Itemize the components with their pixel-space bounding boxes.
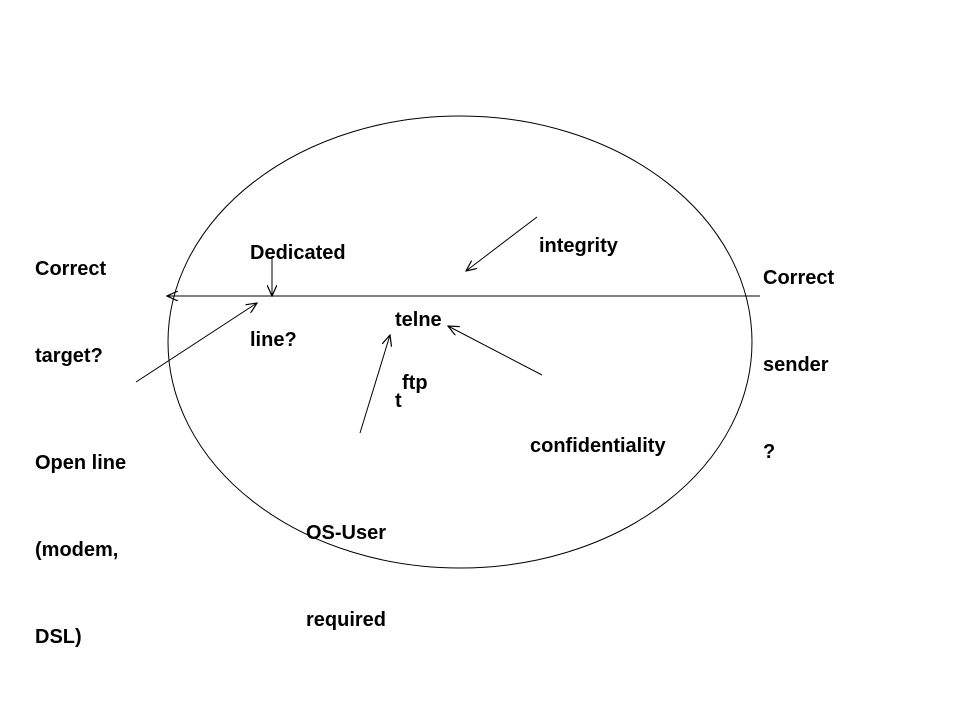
correct-target-line-2: target? [35,345,103,367]
os-user-line-2: required [306,609,387,631]
confidentiality-arrow [448,326,543,376]
open-line-line-3: DSL) [35,626,82,648]
confidentiality-text: confidentiality [530,435,666,457]
ftp-label: ftp [402,311,428,427]
ftp-text: ftp [402,372,428,394]
open-line-line-1: Open line [35,452,127,474]
os-user-label: OS-User required [306,461,386,664]
dedicated-line-line-1: Dedicated [250,242,346,264]
confidentiality-label: confidentiality [530,374,666,490]
dedicated-line-line-2: line? [250,329,297,351]
telnet-line-2: t [395,390,402,412]
correct-sender-line-3: ? [763,441,776,463]
os-user-arrow [359,335,390,434]
correct-target-label: Correct target? [35,197,106,400]
dedicated-line-label: Dedicated line? [250,181,346,384]
open-line-label: Open line (modem, DSL) [35,391,126,681]
open-line-arrow [135,303,257,383]
network-boundary-circle [167,115,753,569]
telnet-label: telne t [395,253,442,442]
telnet-line-1: telne [395,309,442,331]
os-user-line-1: OS-User [306,522,387,544]
correct-sender-line-2: sender [763,354,829,376]
correct-target-line-1: Correct [35,258,107,280]
integrity-arrow [466,216,538,271]
correct-sender-label: Correct sender ? [763,206,834,496]
open-line-line-2: (modem, [35,539,119,561]
correct-sender-line-1: Correct [763,267,835,289]
integrity-text: integrity [539,235,618,257]
integrity-label: integrity [539,174,618,290]
